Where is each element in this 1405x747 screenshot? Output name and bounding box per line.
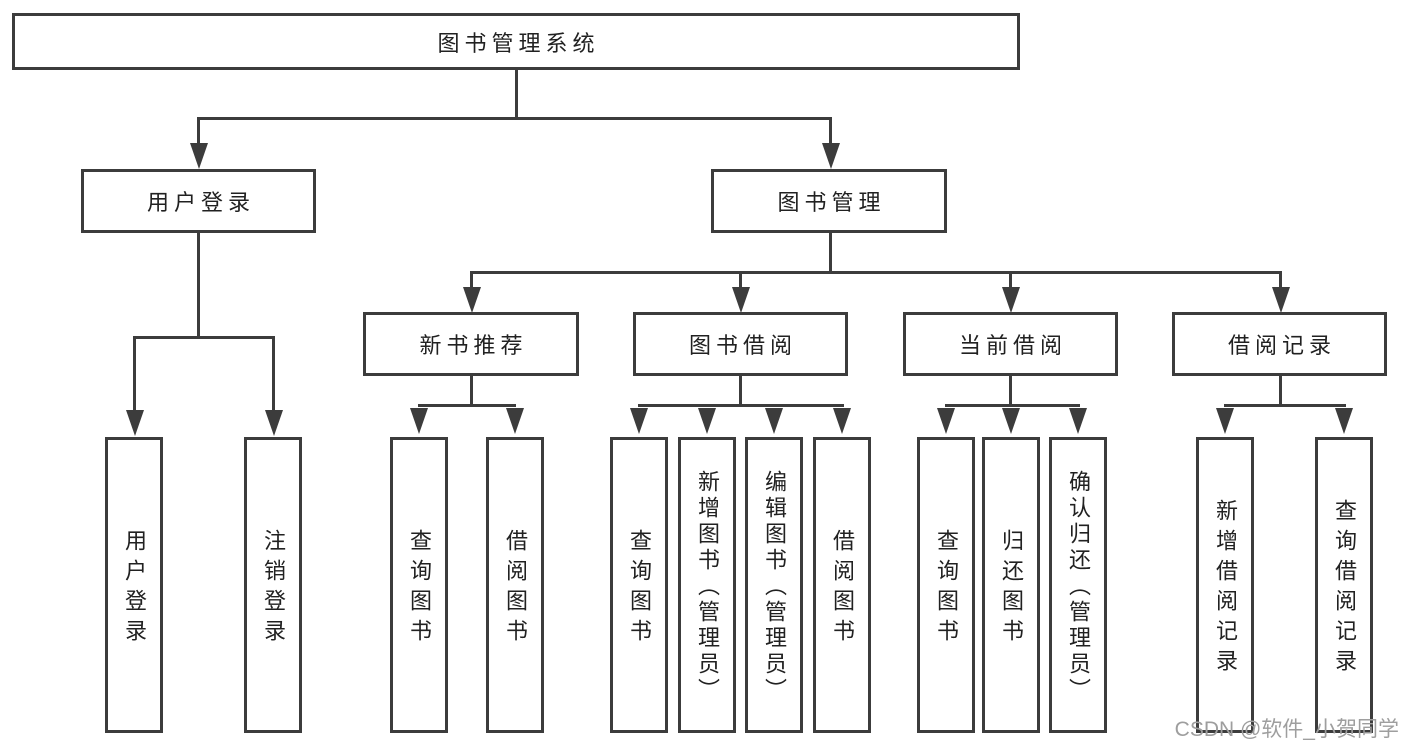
node-label: 用户登录 <box>122 529 147 649</box>
connector-line <box>470 376 473 407</box>
connector-line <box>197 117 200 145</box>
arrow-down-icon <box>937 408 955 434</box>
node-label: 借阅图书 <box>830 529 855 649</box>
leaf-borrow-books-recommend: 借阅图书 <box>486 437 544 733</box>
node-user-login: 用户登录 <box>81 169 316 233</box>
arrow-down-icon <box>732 287 750 313</box>
connector-line <box>133 336 136 411</box>
arrow-down-icon <box>265 410 283 436</box>
leaf-query-books-recommend: 查询图书 <box>390 437 448 733</box>
connector-line <box>1009 376 1012 407</box>
arrow-down-icon <box>1002 408 1020 434</box>
connector-line <box>470 271 473 288</box>
leaf-add-book-admin: 新增图书（管理员） <box>678 437 736 733</box>
arrow-down-icon <box>190 143 208 169</box>
node-label: 查询借阅记录 <box>1332 499 1357 679</box>
leaf-return-books: 归还图书 <box>982 437 1040 733</box>
csdn-watermark: CSDN @软件_小贺同学 <box>1174 718 1399 741</box>
node-book-management: 图书管理 <box>711 169 947 233</box>
leaf-query-books-borrowing: 查询图书 <box>610 437 668 733</box>
node-label: 借阅图书 <box>503 529 528 649</box>
node-label: 图书借阅 <box>688 333 797 358</box>
node-label: 新书推荐 <box>419 333 528 358</box>
leaf-logout: 注销登录 <box>244 437 302 733</box>
leaf-edit-book-admin: 编辑图书（管理员） <box>745 437 803 733</box>
node-label: 当前借阅 <box>958 333 1067 358</box>
arrow-down-icon <box>1272 287 1290 313</box>
leaf-user-login: 用户登录 <box>105 437 163 733</box>
node-label: 新增借阅记录 <box>1213 499 1238 679</box>
connector-line <box>945 404 1080 407</box>
arrow-down-icon <box>410 408 428 434</box>
arrow-down-icon <box>833 408 851 434</box>
node-label: 图书管理 <box>777 190 886 215</box>
arrow-down-icon <box>698 408 716 434</box>
connector-line <box>829 117 832 145</box>
arrow-down-icon <box>1069 408 1087 434</box>
connector-line <box>1224 404 1346 407</box>
leaf-query-borrow-record: 查询借阅记录 <box>1315 437 1373 733</box>
node-label: 注销登录 <box>261 529 286 649</box>
node-borrowing-records: 借阅记录 <box>1172 312 1387 376</box>
leaf-add-borrow-record: 新增借阅记录 <box>1196 437 1254 733</box>
connector-line <box>638 404 844 407</box>
connector-line <box>272 336 275 411</box>
leaf-query-books-current: 查询图书 <box>917 437 975 733</box>
node-label: 查询图书 <box>407 529 432 649</box>
arrow-down-icon <box>630 408 648 434</box>
arrow-down-icon <box>1002 287 1020 313</box>
arrow-down-icon <box>463 287 481 313</box>
connector-line <box>1009 271 1012 288</box>
arrow-down-icon <box>126 410 144 436</box>
node-current-borrowing: 当前借阅 <box>903 312 1118 376</box>
node-label: 用户登录 <box>146 190 255 215</box>
node-root: 图书管理系统 <box>12 13 1020 70</box>
node-label: 查询图书 <box>934 529 959 649</box>
connector-line <box>197 117 832 120</box>
arrow-down-icon <box>1216 408 1234 434</box>
node-book-borrowing: 图书借阅 <box>633 312 848 376</box>
node-label: 归还图书 <box>999 529 1024 649</box>
leaf-borrow-books: 借阅图书 <box>813 437 871 733</box>
node-label: 编辑图书（管理员） <box>762 470 787 704</box>
connector-line <box>1279 271 1282 288</box>
connector-line <box>1279 376 1282 407</box>
node-label: 确认归还（管理员） <box>1066 470 1091 704</box>
node-label: 借阅记录 <box>1227 333 1336 358</box>
node-new-book-recommend: 新书推荐 <box>363 312 579 376</box>
connector-line <box>829 233 832 271</box>
connector-line <box>133 336 275 339</box>
connector-line <box>515 70 518 117</box>
arrow-down-icon <box>765 408 783 434</box>
arrow-down-icon <box>506 408 524 434</box>
connector-line <box>470 271 1281 274</box>
arrow-down-icon <box>1335 408 1353 434</box>
leaf-confirm-return-admin: 确认归还（管理员） <box>1049 437 1107 733</box>
node-label: 图书管理系统 <box>437 30 600 56</box>
connector-line <box>739 271 742 288</box>
node-label: 新增图书（管理员） <box>695 470 720 704</box>
node-label: 查询图书 <box>627 529 652 649</box>
arrow-down-icon <box>822 143 840 169</box>
connector-line <box>739 376 742 407</box>
connector-line <box>197 233 200 336</box>
connector-line <box>418 404 516 407</box>
